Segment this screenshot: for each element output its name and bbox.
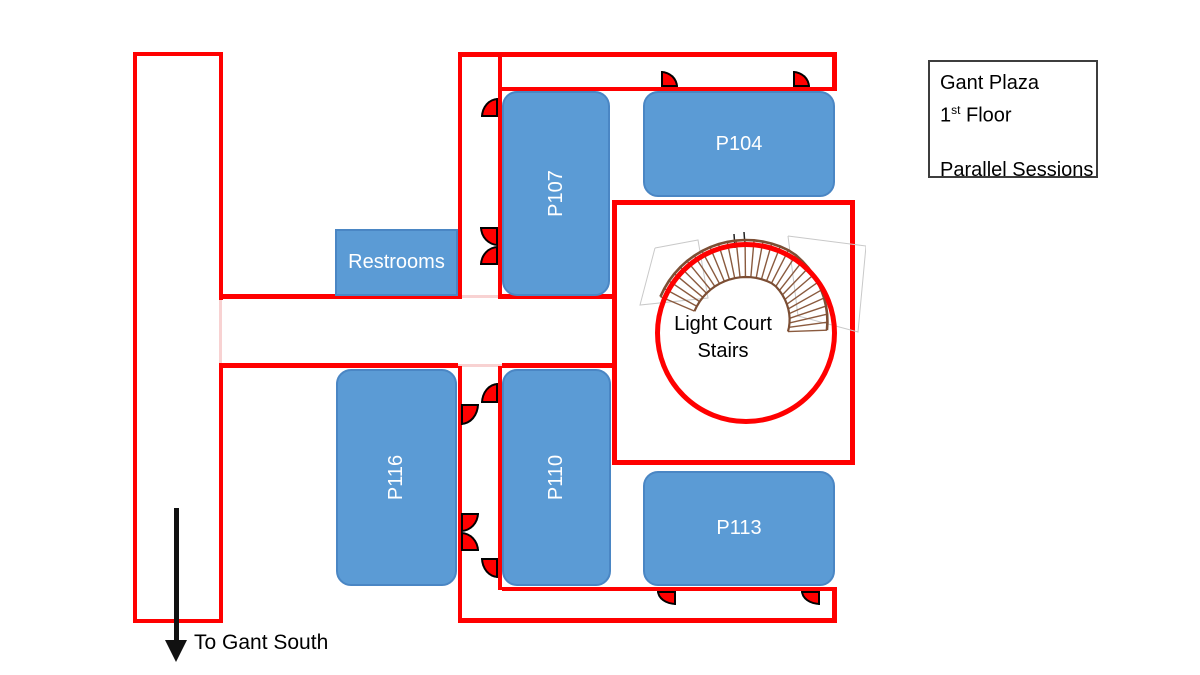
title-line1: Gant Plaza [940, 72, 1039, 94]
west-corridor-opening-line [219, 300, 222, 363]
inner-wall-lower [498, 366, 502, 590]
room-restrooms: Restrooms [335, 229, 458, 296]
room-p104-label: P104 [715, 132, 763, 155]
north-corridor-inner-wall [502, 87, 837, 91]
door-icon [793, 71, 810, 87]
room-p113: P113 [643, 471, 835, 586]
room-p116: P116 [336, 369, 457, 586]
corridor-gap-bottom [458, 364, 502, 367]
corridor-gap-top [458, 295, 502, 298]
title-line3: Parallel Sessions [940, 158, 1094, 181]
room-p104: P104 [643, 91, 835, 197]
double-door-icon [480, 246, 498, 265]
inner-wall-upper [498, 52, 502, 299]
corridor-wall-top-left [222, 294, 458, 299]
south-arrow-head-icon [165, 640, 187, 662]
south-east-wall-segment [832, 587, 837, 623]
double-door-icon [480, 227, 498, 246]
door-icon [661, 71, 678, 87]
north-wall [458, 52, 837, 57]
room-p107: P107 [502, 91, 610, 296]
door-icon [481, 558, 498, 578]
room-p116-label: P116 [384, 454, 407, 501]
west-wall-upper [458, 52, 462, 299]
room-p107-label: P107 [544, 170, 567, 217]
door-icon [461, 404, 479, 425]
title-line2: 1st Floor [940, 103, 1012, 127]
west-wall-lower [458, 366, 462, 623]
corridor-wall-bottom-left [222, 363, 458, 368]
south-corridor-inner-wall [502, 587, 837, 591]
room-restrooms-label: Restrooms [348, 251, 445, 273]
south-wall [458, 618, 837, 623]
light-court-box [612, 200, 855, 465]
room-p110: P110 [502, 369, 611, 586]
room-p113-label: P113 [716, 517, 762, 539]
south-arrow-icon [174, 508, 179, 642]
west-corridor-opening [216, 300, 228, 363]
title-box: Gant Plaza 1st Floor Parallel Sessions [928, 60, 1098, 181]
corridor-wall-top-right [502, 294, 612, 299]
door-icon [801, 591, 820, 605]
light-court-circle [655, 242, 837, 424]
light-court-line2: Stairs [697, 340, 749, 362]
to-gant-south-label: To Gant South [194, 631, 329, 654]
light-court-line1: Light Court [674, 313, 772, 335]
corridor-wall-bottom-right [502, 363, 612, 368]
door-icon [481, 98, 498, 117]
double-door-icon [461, 532, 479, 551]
north-east-wall-segment [832, 52, 837, 91]
door-icon [481, 383, 498, 403]
title-spacer [940, 130, 1096, 157]
door-icon [657, 591, 676, 605]
light-court-label: Light Court Stairs [643, 311, 803, 365]
double-door-icon [461, 513, 479, 532]
room-p110-label: P110 [544, 454, 567, 501]
